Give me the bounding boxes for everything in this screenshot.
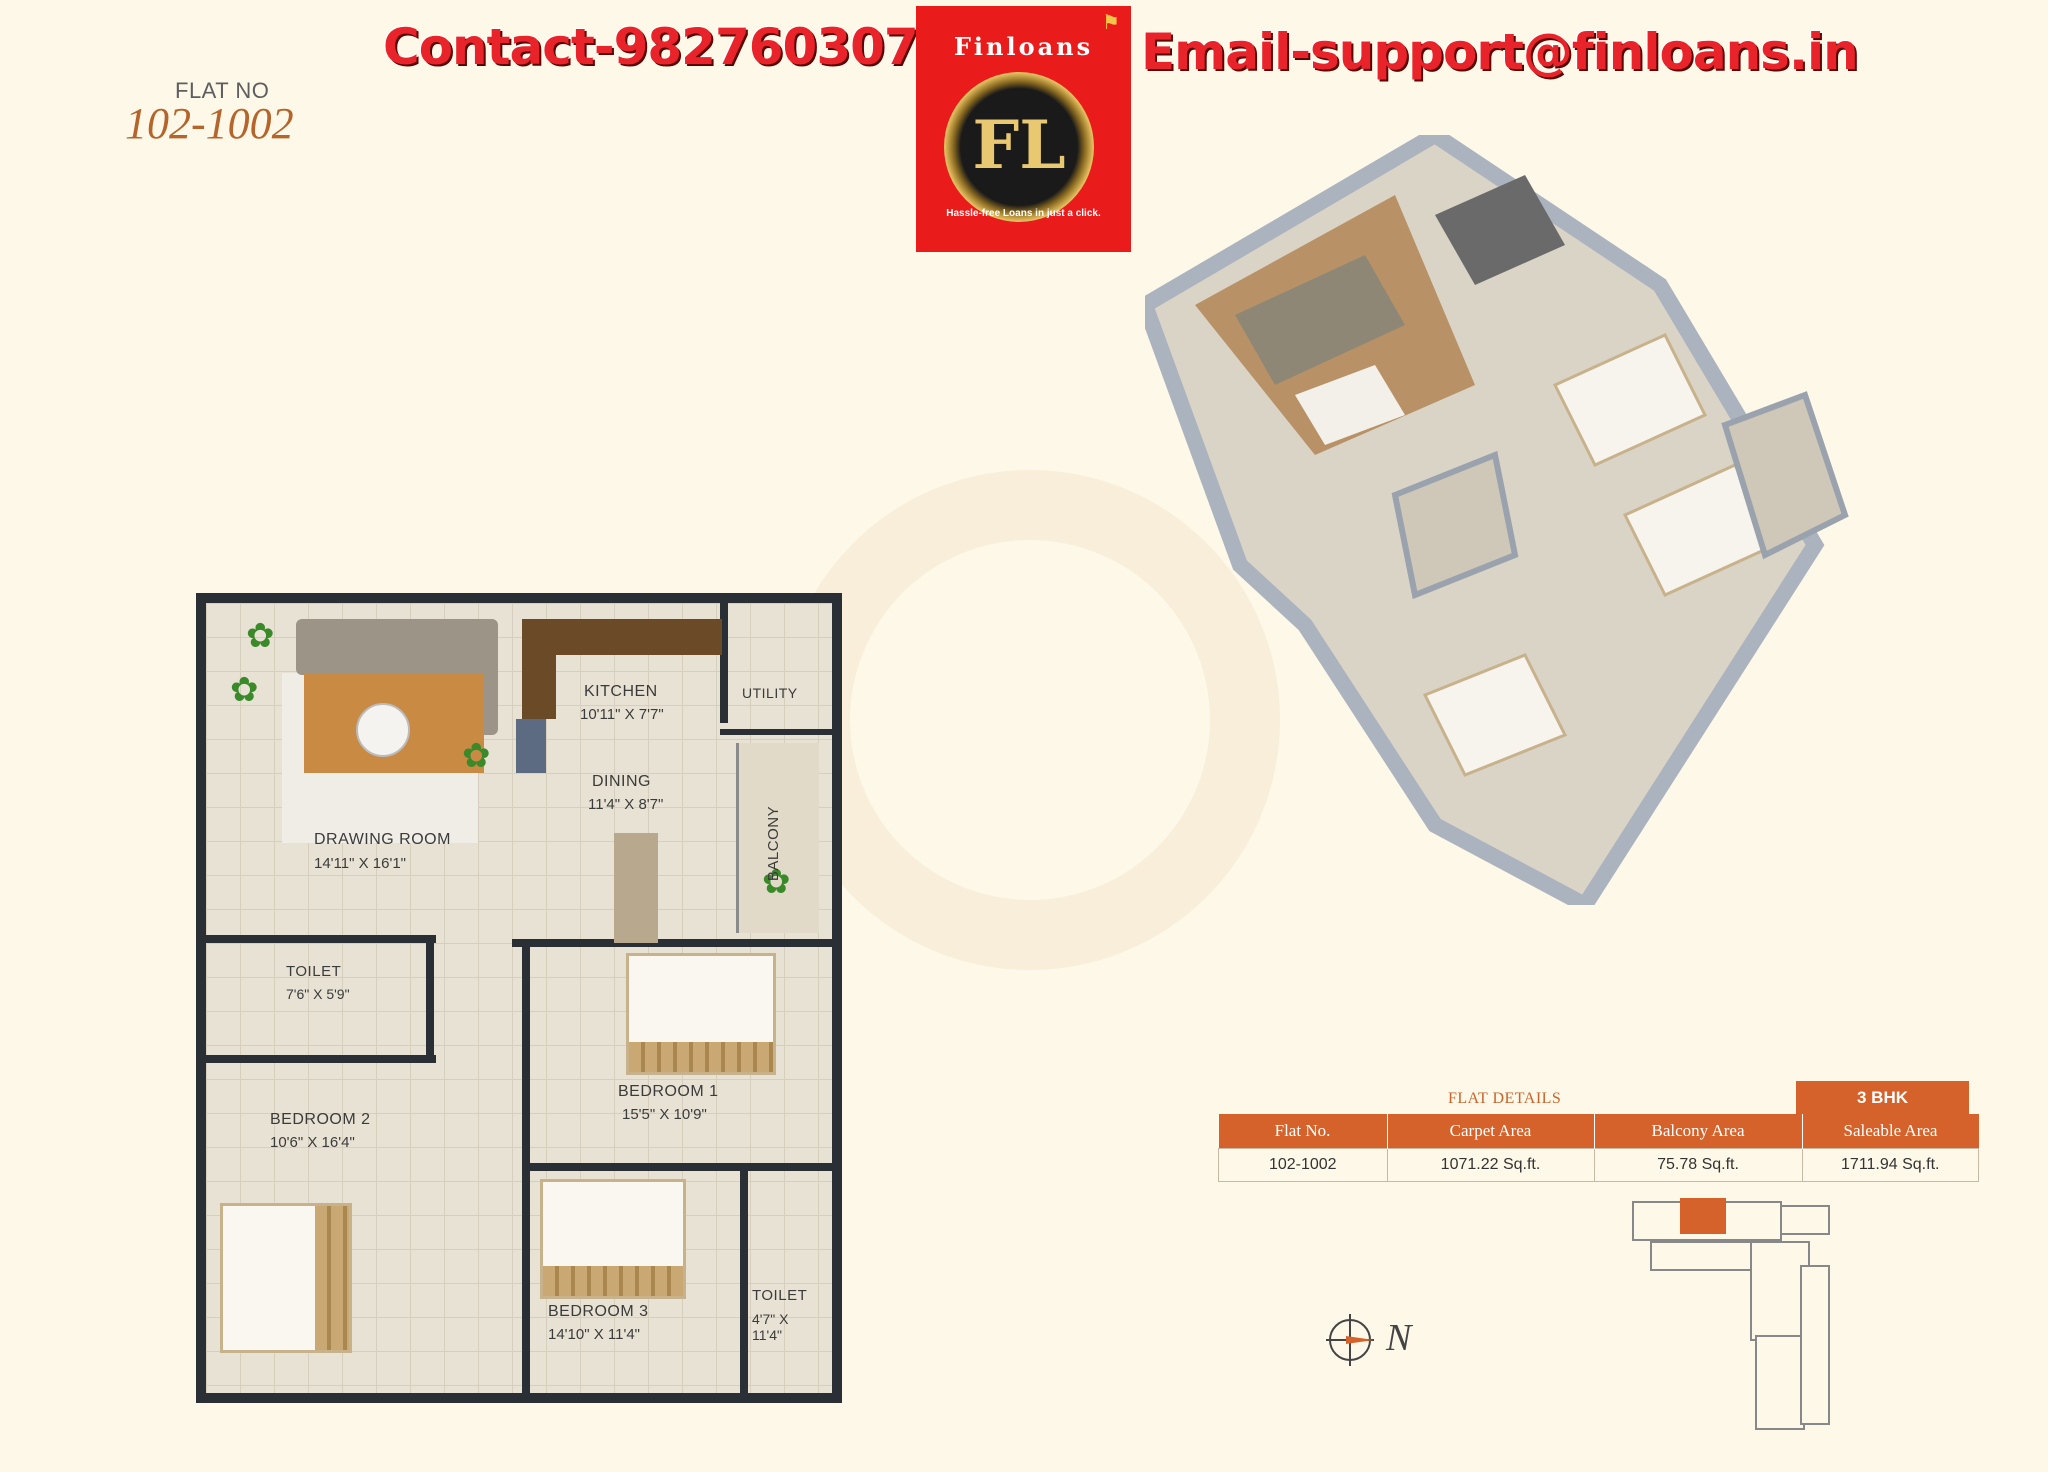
- table-header-row: Flat No. Carpet Area Balcony Area Saleab…: [1218, 1114, 1979, 1149]
- bhk-badge: 3 BHK: [1796, 1081, 1969, 1114]
- north-label: N: [1386, 1317, 1412, 1359]
- plant-icon: ✿: [230, 671, 259, 709]
- wall: [426, 939, 434, 1063]
- bed-bedroom-2: [220, 1203, 352, 1353]
- key-plan-block: [1800, 1265, 1830, 1425]
- table-cell: 75.78 Sq.ft.: [1593, 1148, 1803, 1182]
- bed-runner: [315, 1206, 349, 1350]
- wall: [720, 729, 832, 735]
- plant-icon: ✿: [246, 617, 275, 655]
- room-dims: 15'5" X 10'9": [622, 1106, 707, 1123]
- wall: [206, 935, 436, 943]
- isometric-illustration: [1135, 125, 1849, 916]
- logo-brand: Finloans: [953, 32, 1094, 61]
- contact-number: Contact-9827603070: [383, 18, 952, 76]
- north-compass: N: [1326, 1310, 1436, 1375]
- plant-icon: ✿: [462, 737, 491, 775]
- key-plan-block: [1755, 1335, 1805, 1430]
- wall: [720, 603, 728, 723]
- room-dims: 4'7" X 11'4": [752, 1311, 789, 1343]
- room-dims: 7'6" X 5'9": [286, 986, 350, 1002]
- coffee-table: [356, 703, 410, 757]
- table-row: 102-1002 1071.22 Sq.ft. 75.78 Sq.ft. 171…: [1218, 1148, 1979, 1182]
- room-label: BALCONY: [765, 805, 783, 882]
- table-cell: 1071.22 Sq.ft.: [1386, 1148, 1595, 1182]
- wall: [522, 1163, 832, 1171]
- flag-icon: ⚑: [1102, 12, 1120, 34]
- key-plan-highlight: [1680, 1198, 1726, 1234]
- fridge: [516, 719, 546, 773]
- email-address[interactable]: Email-support@finloans.in: [1141, 23, 1859, 81]
- wall: [206, 1055, 436, 1063]
- kitchen-counter-side: [522, 619, 556, 719]
- room-label: TOILET: [752, 1287, 808, 1304]
- bed-bedroom-1: [626, 953, 776, 1075]
- flat-details-title: FLAT DETAILS: [1448, 1090, 1562, 1107]
- table-cell: 102-1002: [1218, 1148, 1388, 1182]
- finloans-logo: ⚑ Finloans FL Hassle-free Loans in just …: [916, 6, 1131, 252]
- room-label: TOILET: [286, 963, 342, 980]
- column-header: Balcony Area: [1594, 1114, 1803, 1149]
- logo-ring: [944, 72, 1094, 222]
- room-label: BEDROOM 2: [270, 1111, 371, 1128]
- table-cell: 1711.94 Sq.ft.: [1801, 1148, 1979, 1182]
- wall: [512, 939, 832, 947]
- flat-no-label: FLAT NO: [175, 78, 270, 103]
- wall: [740, 1163, 748, 1403]
- balcony: [736, 743, 819, 933]
- bed-bedroom-3: [540, 1179, 686, 1299]
- isometric-3d-view: [1135, 125, 1975, 916]
- wall: [522, 939, 530, 1403]
- room-label: DINING: [592, 773, 651, 790]
- key-plan-block: [1780, 1205, 1830, 1235]
- room-label: BEDROOM 1: [618, 1083, 719, 1100]
- room-dims: 10'11" X 7'7": [580, 706, 664, 723]
- room-dims: 10'6" X 16'4": [270, 1134, 355, 1151]
- kitchen-counter: [532, 619, 722, 655]
- compass-icon: [1326, 1314, 1374, 1366]
- room-dims: 14'11" X 16'1": [314, 855, 406, 872]
- key-plan: [1630, 1195, 1850, 1435]
- flat-details-table: Flat No. Carpet Area Balcony Area Saleab…: [1218, 1114, 1979, 1182]
- column-header: Flat No.: [1218, 1114, 1388, 1149]
- room-dims: 11'4" X 8'7": [588, 796, 664, 813]
- logo-monogram: FL: [972, 106, 1066, 184]
- room-dims: 14'10" X 11'4": [548, 1326, 640, 1343]
- dining-table: [614, 833, 658, 943]
- bed-runner: [543, 1266, 683, 1296]
- column-header: Saleable Area: [1802, 1114, 1979, 1149]
- logo-tagline: Hassle-free Loans in just a click.: [946, 208, 1101, 219]
- plant-icon: ✿: [762, 863, 791, 901]
- bed-runner: [629, 1042, 773, 1072]
- room-label: KITCHEN: [584, 683, 658, 700]
- room-label: UTILITY: [742, 685, 798, 701]
- room-label: BEDROOM 3: [548, 1303, 649, 1320]
- room-label: DRAWING ROOM: [314, 831, 451, 848]
- floor-plan: ✿ ✿ ✿ ✿ KITCHEN 10'11" X 7'7" UTILITY DI…: [196, 593, 842, 1403]
- column-header: Carpet Area: [1387, 1114, 1595, 1149]
- flat-number: 102-1002: [125, 99, 294, 148]
